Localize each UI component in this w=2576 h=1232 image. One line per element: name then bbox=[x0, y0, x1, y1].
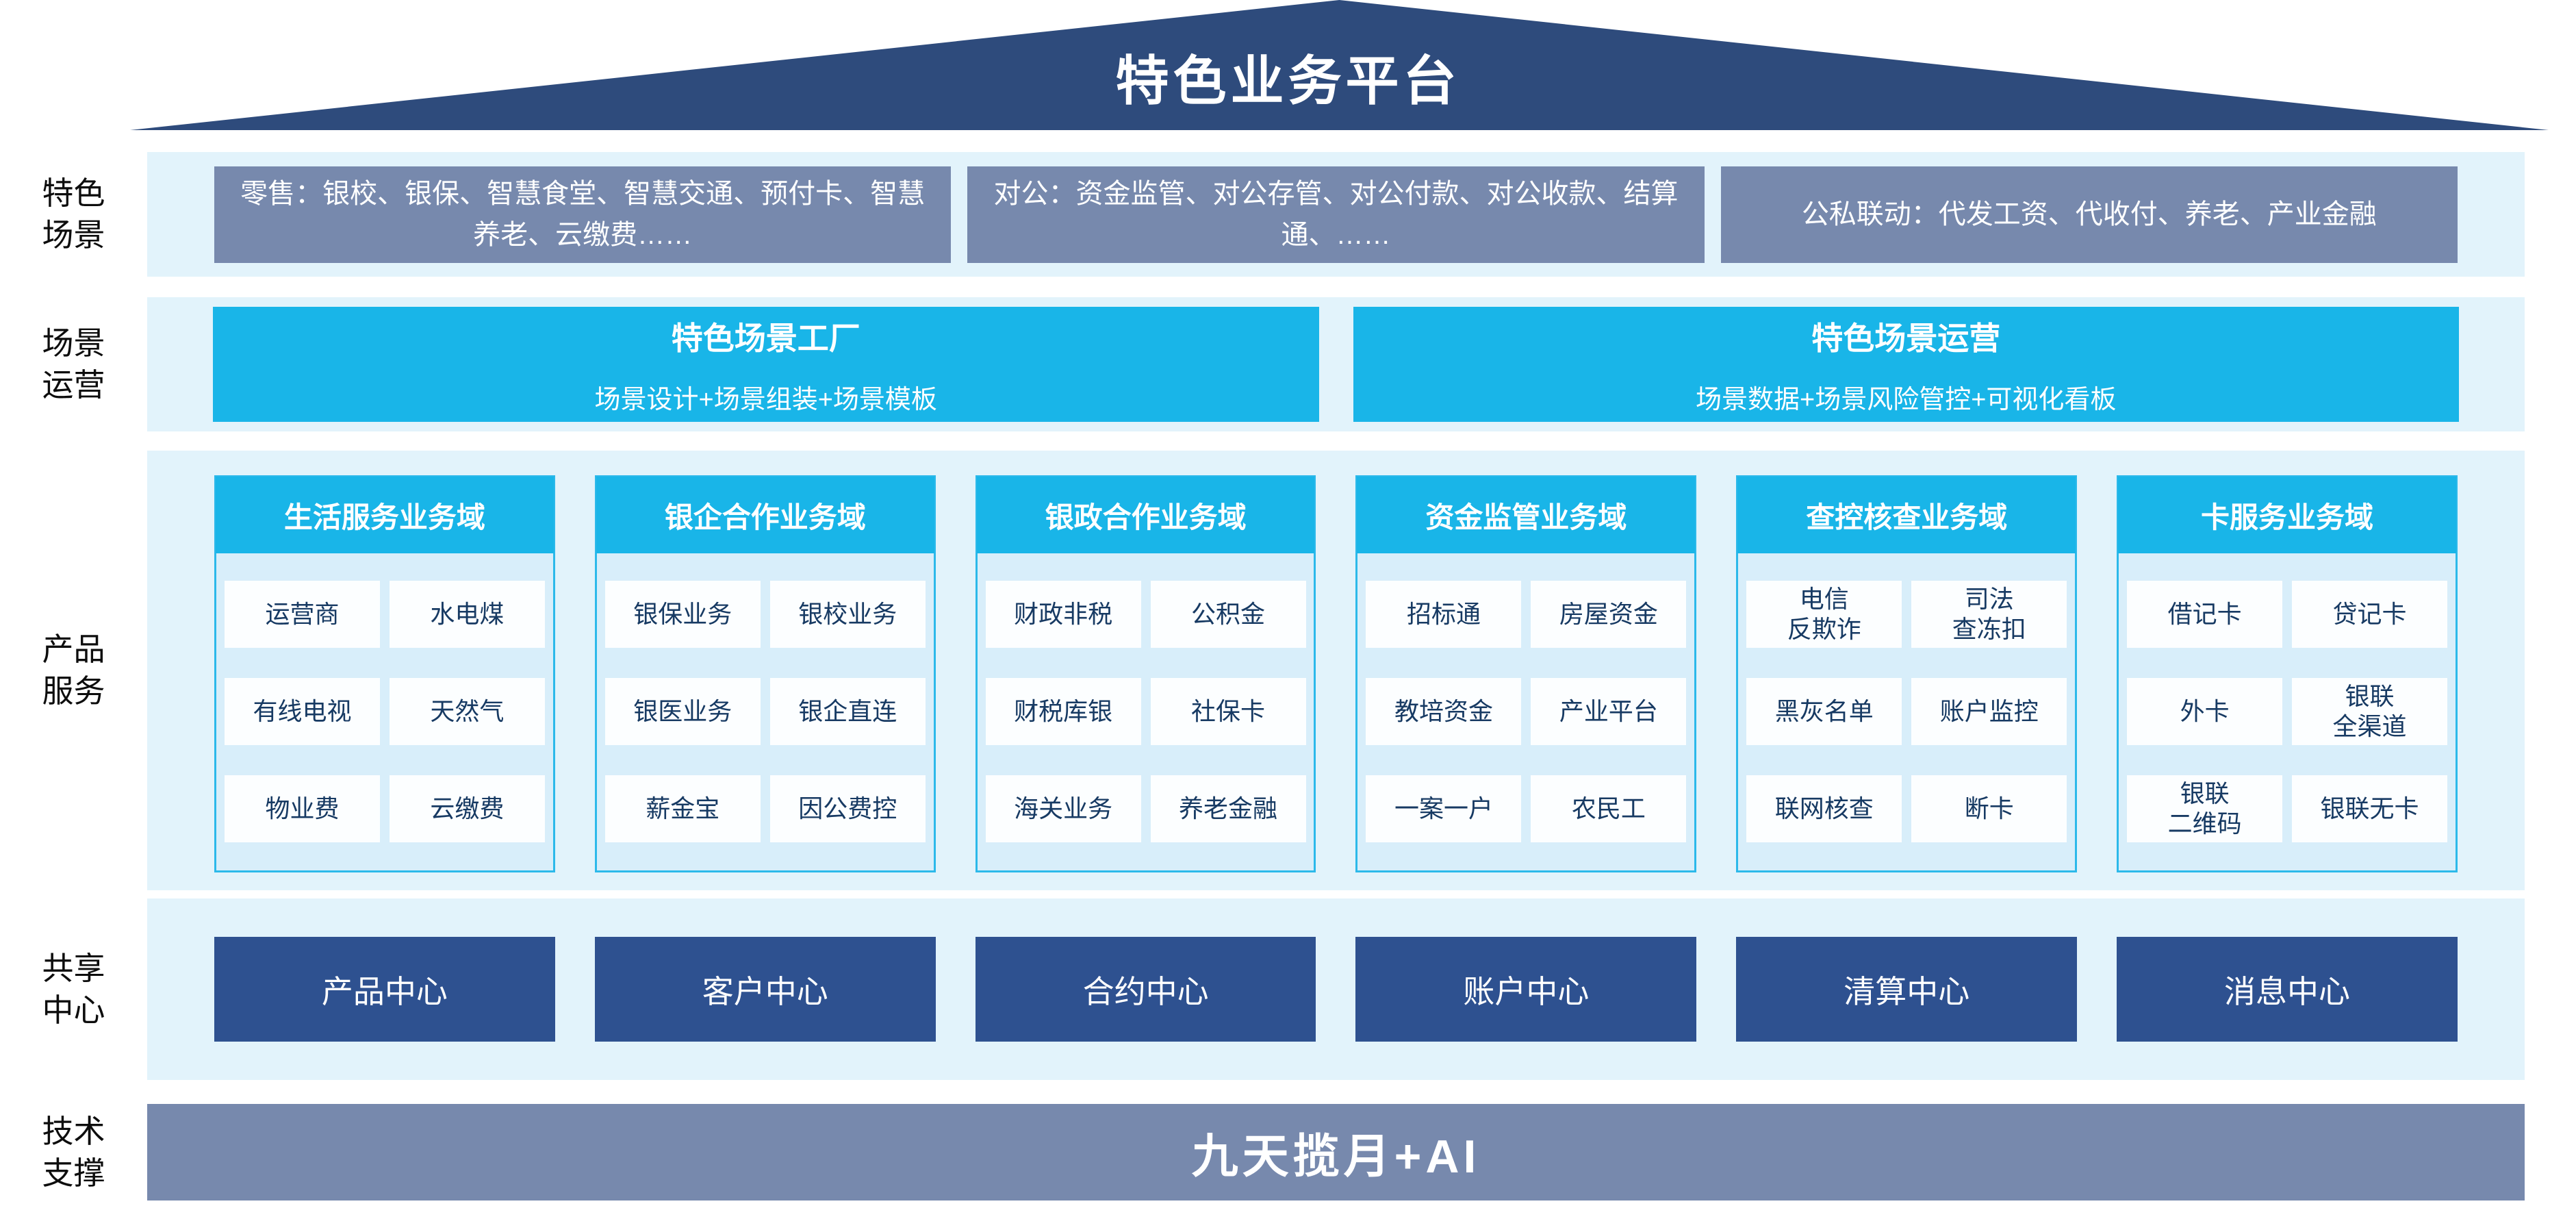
center-box-contract: 合约中心 bbox=[975, 937, 1316, 1042]
domain-body: 银保业务 银校业务 银医业务 银企直连 薪金宝 因公费控 bbox=[597, 553, 934, 870]
domain-body: 财政非税 公积金 财税库银 社保卡 海关业务 养老金融 bbox=[978, 553, 1314, 870]
ops-box-scene-factory: 特色场景工厂 场景设计+场景组装+场景模板 bbox=[213, 307, 1319, 422]
domain-header: 资金监管业务域 bbox=[1357, 477, 1696, 553]
domain-item: 断卡 bbox=[1911, 775, 2067, 842]
domain-item: 银保业务 bbox=[604, 581, 761, 648]
domain-row: 银联 二维码 银联无卡 bbox=[2127, 775, 2447, 842]
domain-item: 黑灰名单 bbox=[1746, 678, 1902, 745]
domain-item: 财税库银 bbox=[985, 678, 1141, 745]
domain-card-services: 卡服务业务域 借记卡 贷记卡 外卡 银联 全渠道 银联 二维码 银联无卡 bbox=[2117, 475, 2458, 872]
scene-box-retail: 零售：银校、银保、智慧食堂、智慧交通、预付卡、智慧养老、云缴费…… bbox=[214, 166, 952, 263]
center-box-account: 账户中心 bbox=[1355, 937, 1697, 1042]
domain-bank-government: 银政合作业务域 财政非税 公积金 财税库银 社保卡 海关业务 养老金融 bbox=[975, 475, 1316, 872]
domain-inquiry-verification: 查控核查业务域 电信 反欺诈 司法 查冻扣 黑灰名单 账户监控 联网核查 断卡 bbox=[1736, 475, 2078, 872]
domain-item: 云缴费 bbox=[389, 775, 545, 842]
domain-row: 借记卡 贷记卡 bbox=[2127, 581, 2447, 648]
band-shared-centers: 产品中心 客户中心 合约中心 账户中心 清算中心 消息中心 bbox=[147, 898, 2525, 1080]
domain-row: 物业费 云缴费 bbox=[225, 775, 545, 842]
domain-item: 养老金融 bbox=[1150, 775, 1306, 842]
domain-item: 银企直连 bbox=[769, 678, 926, 745]
band-featured-scenes: 零售：银校、银保、智慧食堂、智慧交通、预付卡、智慧养老、云缴费…… 对公：资金监… bbox=[147, 152, 2525, 277]
domain-item: 因公费控 bbox=[769, 775, 926, 842]
domain-header: 银企合作业务域 bbox=[596, 477, 934, 553]
domain-item: 有线电视 bbox=[225, 678, 380, 745]
domain-item: 财政非税 bbox=[985, 581, 1141, 648]
ops-box-subtitle: 场景设计+场景组装+场景模板 bbox=[594, 385, 937, 414]
domain-row: 联网核查 断卡 bbox=[1746, 775, 2067, 842]
ops-box-title: 特色场景工厂 bbox=[671, 320, 860, 356]
domain-item: 银医业务 bbox=[604, 678, 761, 745]
center-box-product: 产品中心 bbox=[214, 937, 555, 1042]
domain-item: 运营商 bbox=[225, 581, 380, 648]
domain-item: 社保卡 bbox=[1150, 678, 1306, 745]
domain-row: 银保业务 银校业务 bbox=[604, 581, 926, 648]
domain-row: 教培资金 产业平台 bbox=[1366, 678, 1687, 745]
domain-row: 薪金宝 因公费控 bbox=[604, 775, 926, 842]
domain-item: 教培资金 bbox=[1366, 678, 1522, 745]
tech-support-bar: 九天揽月+AI bbox=[147, 1104, 2525, 1200]
center-box-customer: 客户中心 bbox=[594, 937, 936, 1042]
domain-header: 卡服务业务域 bbox=[2118, 477, 2456, 553]
domain-item: 银联 二维码 bbox=[2127, 775, 2283, 842]
domain-item: 银联 全渠道 bbox=[2292, 678, 2447, 745]
domain-fund-supervision: 资金监管业务域 招标通 房屋资金 教培资金 产业平台 一案一户 农民工 bbox=[1355, 475, 1697, 872]
page-title: 特色业务平台 bbox=[1115, 51, 1461, 111]
domain-item: 电信 反欺诈 bbox=[1746, 581, 1902, 648]
domain-row: 财政非税 公积金 bbox=[985, 581, 1306, 648]
domain-item: 银校业务 bbox=[769, 581, 926, 648]
row-label-shared: 共享 中心 bbox=[42, 950, 105, 1028]
domain-item: 房屋资金 bbox=[1531, 581, 1687, 648]
domain-item: 银联无卡 bbox=[2292, 775, 2447, 842]
domain-row: 黑灰名单 账户监控 bbox=[1746, 678, 2067, 745]
domain-item: 司法 查冻扣 bbox=[1911, 581, 2067, 648]
scene-box-corporate: 对公：资金监管、对公存管、对公付款、对公收款、结算通、…… bbox=[967, 166, 1705, 263]
domain-bank-enterprise: 银企合作业务域 银保业务 银校业务 银医业务 银企直连 薪金宝 因公费控 bbox=[594, 475, 936, 872]
domain-row: 银医业务 银企直连 bbox=[604, 678, 926, 745]
domain-header: 查控核查业务域 bbox=[1737, 477, 2076, 553]
row-label-scenes: 特色 场景 bbox=[42, 175, 105, 253]
domain-item: 海关业务 bbox=[985, 775, 1141, 842]
center-box-clearing: 清算中心 bbox=[1736, 937, 2078, 1042]
domain-header: 生活服务业务域 bbox=[216, 477, 554, 553]
domain-item: 产业平台 bbox=[1531, 678, 1687, 745]
domain-body: 电信 反欺诈 司法 查冻扣 黑灰名单 账户监控 联网核查 断卡 bbox=[1738, 553, 2075, 870]
domain-item: 外卡 bbox=[2127, 678, 2283, 745]
scene-box-public-private: 公私联动：代发工资、代收付、养老、产业金融 bbox=[1720, 166, 2458, 263]
domain-item: 借记卡 bbox=[2127, 581, 2283, 648]
domain-row: 财税库银 社保卡 bbox=[985, 678, 1306, 745]
domain-item: 招标通 bbox=[1366, 581, 1522, 648]
domain-item: 贷记卡 bbox=[2292, 581, 2447, 648]
domain-row: 招标通 房屋资金 bbox=[1366, 581, 1687, 648]
row-label-products: 产品 服务 bbox=[42, 631, 105, 709]
domain-life-services: 生活服务业务域 运营商 水电煤 有线电视 天然气 物业费 云缴费 bbox=[214, 475, 555, 872]
domain-item: 公积金 bbox=[1150, 581, 1306, 648]
ops-box-scene-operation: 特色场景运营 场景数据+场景风险管控+可视化看板 bbox=[1353, 307, 2459, 422]
domain-body: 招标通 房屋资金 教培资金 产业平台 一案一户 农民工 bbox=[1357, 553, 1694, 870]
ops-box-subtitle: 场景数据+场景风险管控+可视化看板 bbox=[1696, 385, 2117, 414]
domain-row: 海关业务 养老金融 bbox=[985, 775, 1306, 842]
domain-item: 联网核查 bbox=[1746, 775, 1902, 842]
domain-item: 薪金宝 bbox=[604, 775, 761, 842]
domain-row: 电信 反欺诈 司法 查冻扣 bbox=[1746, 581, 2067, 648]
band-scene-operations: 特色场景工厂 场景设计+场景组装+场景模板 特色场景运营 场景数据+场景风险管控… bbox=[147, 297, 2525, 431]
ops-box-title: 特色场景运营 bbox=[1811, 320, 2001, 356]
domain-row: 外卡 银联 全渠道 bbox=[2127, 678, 2447, 745]
domain-item: 农民工 bbox=[1531, 775, 1687, 842]
band-product-services: 生活服务业务域 运营商 水电煤 有线电视 天然气 物业费 云缴费 银企合作业务域 bbox=[147, 451, 2525, 890]
domain-row: 运营商 水电煤 bbox=[225, 581, 545, 648]
row-label-ops: 场景 运营 bbox=[42, 325, 105, 403]
domain-item: 天然气 bbox=[389, 678, 545, 745]
domain-item: 一案一户 bbox=[1366, 775, 1522, 842]
domain-body: 借记卡 贷记卡 外卡 银联 全渠道 银联 二维码 银联无卡 bbox=[2119, 553, 2456, 870]
center-box-message: 消息中心 bbox=[2117, 937, 2458, 1042]
domain-item: 账户监控 bbox=[1911, 678, 2067, 745]
domain-row: 一案一户 农民工 bbox=[1366, 775, 1687, 842]
domain-body: 运营商 水电煤 有线电视 天然气 物业费 云缴费 bbox=[216, 553, 553, 870]
domain-item: 水电煤 bbox=[389, 581, 545, 648]
domain-header: 银政合作业务域 bbox=[976, 477, 1315, 553]
row-label-tech: 技术 支撑 bbox=[42, 1113, 105, 1191]
domain-item: 物业费 bbox=[225, 775, 380, 842]
domain-row: 有线电视 天然气 bbox=[225, 678, 545, 745]
